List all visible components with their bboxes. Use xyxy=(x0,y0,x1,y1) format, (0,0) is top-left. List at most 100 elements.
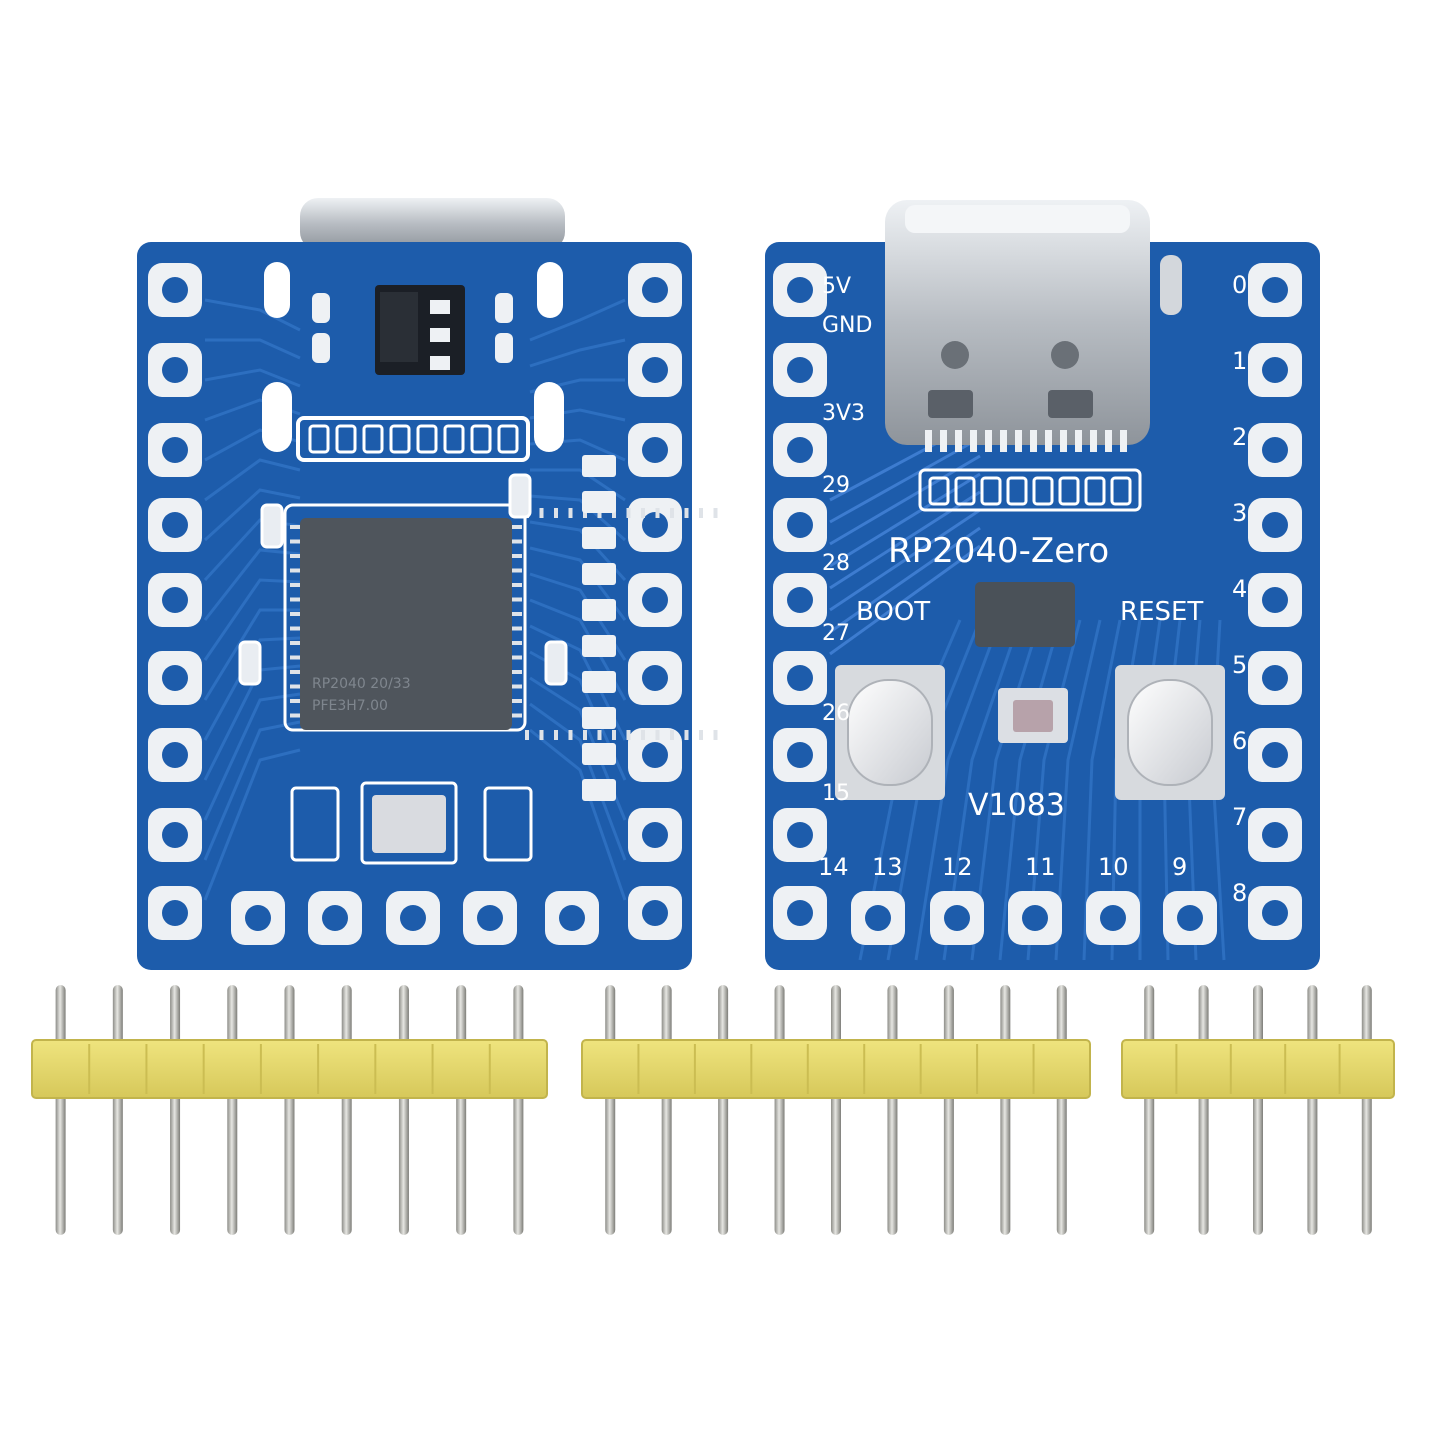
bottom-pad xyxy=(545,891,599,945)
pin-label: 26 xyxy=(822,701,850,726)
header-pin xyxy=(1253,985,1263,1235)
side-pad xyxy=(628,423,682,477)
solder-jumpers xyxy=(262,262,564,452)
reset-label: RESET xyxy=(1120,597,1203,627)
side-pad xyxy=(628,808,682,862)
header-pin xyxy=(112,985,123,1235)
header-pin xyxy=(605,985,616,1235)
side-pad xyxy=(773,343,827,397)
header-pin xyxy=(456,985,467,1235)
pin-label: 5 xyxy=(1232,651,1247,679)
side-pad xyxy=(148,573,202,627)
header-9-pin-a xyxy=(31,985,548,1235)
side-pad xyxy=(148,808,202,862)
pin-label: 13 xyxy=(872,853,903,881)
side-pad xyxy=(628,728,682,782)
flash-footprint xyxy=(296,416,530,462)
header-pin xyxy=(1198,985,1209,1235)
header-pin xyxy=(170,985,181,1235)
side-pad xyxy=(773,728,827,782)
pin-label: 6 xyxy=(1232,727,1247,755)
side-pad xyxy=(1248,498,1302,552)
side-pad xyxy=(628,651,682,705)
side-pad xyxy=(773,886,827,940)
header-pin xyxy=(513,985,524,1235)
side-pad xyxy=(148,651,202,705)
header-9-pin-b xyxy=(581,985,1091,1235)
pin-label: 28 xyxy=(822,551,850,576)
side-pad xyxy=(628,343,682,397)
header-pin xyxy=(1000,985,1011,1235)
bottom-pad xyxy=(463,891,517,945)
bottom-pad xyxy=(1163,891,1217,945)
side-pad xyxy=(148,498,202,552)
header-pin xyxy=(718,985,729,1235)
pin-label: 9 xyxy=(1172,853,1187,881)
header-pin xyxy=(661,985,672,1235)
side-pad xyxy=(628,498,682,552)
header-pin xyxy=(398,985,409,1235)
pin-label: 5V xyxy=(822,274,851,299)
side-pad xyxy=(628,263,682,317)
side-pad xyxy=(628,886,682,940)
header-pin xyxy=(887,985,898,1235)
header-pin xyxy=(831,985,841,1235)
header-pin xyxy=(341,985,352,1235)
side-pad xyxy=(773,808,827,862)
version-label: V1083 xyxy=(968,788,1065,823)
boot-label: BOOT xyxy=(856,597,930,627)
pin-label: 0 xyxy=(1232,271,1247,299)
usb-connector-back xyxy=(300,198,565,250)
pin-label: 27 xyxy=(822,621,850,646)
boot-button[interactable] xyxy=(835,665,945,800)
crystal-oscillator xyxy=(360,781,458,865)
pin-label: 29 xyxy=(822,473,850,498)
bottom-pad xyxy=(1086,891,1140,945)
pin-label: 3 xyxy=(1232,499,1247,527)
board-back: RP2040 20/33 PFE3H7.00 xyxy=(137,198,718,970)
pin-label: 2 xyxy=(1232,423,1247,451)
side-pad xyxy=(773,651,827,705)
side-pad xyxy=(1248,573,1302,627)
bottom-pad xyxy=(231,891,285,945)
side-pad xyxy=(1248,808,1302,862)
pin-label: 4 xyxy=(1232,575,1247,603)
header-pin xyxy=(1361,985,1372,1235)
side-pad xyxy=(773,498,827,552)
reset-button[interactable] xyxy=(1115,665,1225,800)
header-pin xyxy=(55,985,66,1235)
power-ic xyxy=(975,582,1075,647)
usb-c-connector xyxy=(885,200,1150,445)
bottom-pad xyxy=(851,891,905,945)
pin-headers xyxy=(31,985,1395,1235)
side-pad xyxy=(773,573,827,627)
pin-label: 7 xyxy=(1232,803,1247,831)
castellated-pads xyxy=(148,263,682,945)
side-pad xyxy=(773,423,827,477)
pin-label: 1 xyxy=(1232,347,1247,375)
pin-label: 3V3 xyxy=(822,401,865,426)
header-pin xyxy=(943,985,954,1235)
header-pin xyxy=(284,985,295,1235)
side-pad xyxy=(148,263,202,317)
pin-label: 14 xyxy=(818,853,849,881)
usb-mount-tab xyxy=(1160,255,1182,315)
bottom-pad xyxy=(308,891,362,945)
pin-label: GND xyxy=(822,313,872,338)
capacitors xyxy=(238,473,568,686)
side-pad xyxy=(628,573,682,627)
side-pad xyxy=(1248,263,1302,317)
pin-label: 10 xyxy=(1098,853,1129,881)
side-pad xyxy=(773,263,827,317)
crystal-resistors xyxy=(290,786,533,862)
pin-label: 12 xyxy=(942,853,973,881)
side-pad xyxy=(148,343,202,397)
side-pad xyxy=(1248,423,1302,477)
board-title: RP2040-Zero xyxy=(888,531,1109,571)
side-pad xyxy=(148,423,202,477)
bottom-pad xyxy=(386,891,440,945)
header-pin xyxy=(774,985,785,1235)
rp2040-chip xyxy=(300,518,512,730)
